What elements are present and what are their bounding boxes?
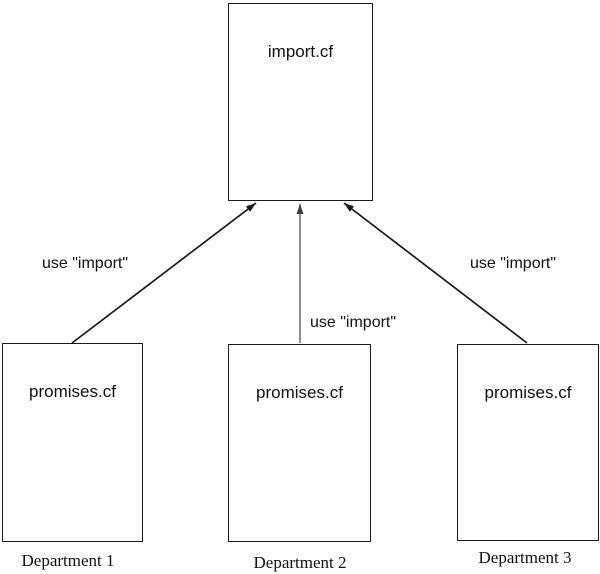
department-label-2: Department 2 (253, 553, 347, 572)
promises-box-3: promises.cf (457, 344, 599, 541)
edge-label-right: use "import" (470, 255, 557, 272)
promises-label-3: promises.cf (484, 383, 572, 402)
arrow-left (71, 202, 257, 344)
promises-label-1: promises.cf (29, 382, 116, 401)
promises-box-1: promises.cf (2, 343, 143, 542)
department-label-3: Department 3 (478, 548, 572, 567)
edge-label-left: use "import" (42, 255, 129, 272)
promises-box-2: promises.cf (228, 344, 371, 542)
import-cf-box: import.cf (228, 3, 373, 201)
promises-label-2: promises.cf (256, 383, 343, 402)
edge-label-middle: use "import" (310, 314, 397, 331)
import-cf-label: import.cf (267, 42, 334, 61)
department-label-1: Department 1 (21, 551, 115, 570)
arrow-right (343, 202, 528, 344)
